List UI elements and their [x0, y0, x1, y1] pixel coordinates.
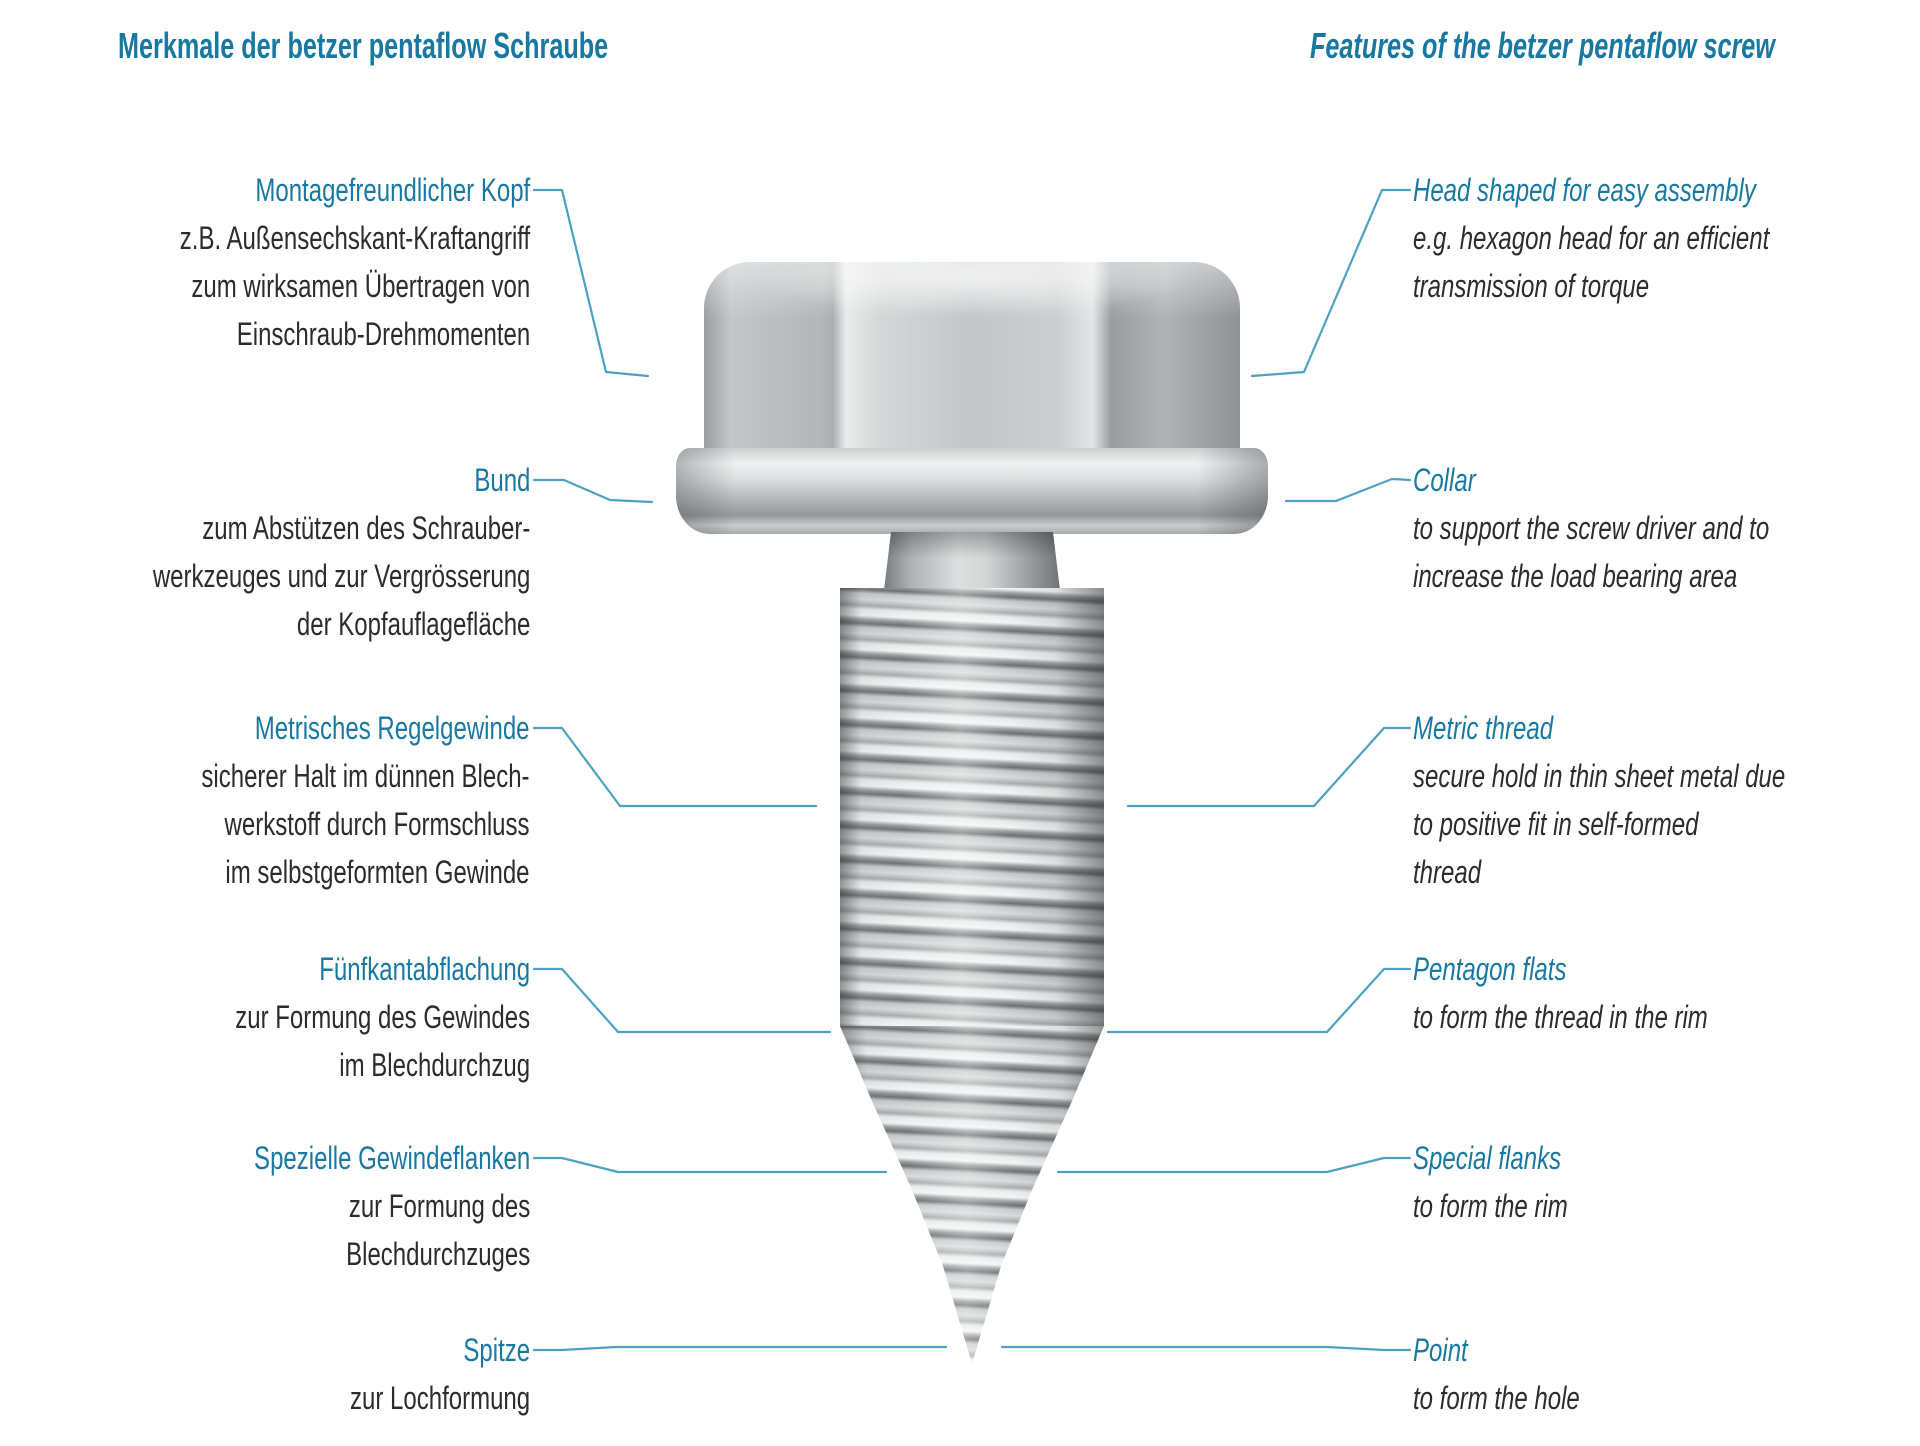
feature-de-fuenfkant: Fünfkantabflachung zur Formung des Gewin… — [235, 945, 530, 1089]
feature-line: e.g. hexagon head for an efficient — [1413, 220, 1770, 256]
feature-line: im selbstgeformten Gewinde — [225, 854, 530, 890]
feature-label: Pentagon flats — [1413, 951, 1567, 987]
connector-en-head — [1250, 188, 1412, 378]
connector-de-bund — [532, 478, 654, 504]
feature-line: to support the screw driver and to — [1413, 510, 1770, 546]
feature-de-kopf: Montagefreundlicher Kopf z.B. Außensechs… — [180, 166, 530, 358]
connector-de-gewinde — [532, 726, 818, 808]
feature-line: im Blechdurchzug — [339, 1047, 530, 1083]
feature-label: Bund — [473, 462, 530, 498]
feature-de-spitze: Spitze zur Lochformung — [350, 1326, 530, 1422]
feature-en-collar: Collar to support the screw driver and t… — [1413, 456, 1769, 600]
feature-line: sicherer Halt im dünnen Blech- — [201, 758, 530, 794]
feature-label: Collar — [1413, 462, 1476, 498]
connector-en-point — [1000, 1345, 1412, 1352]
feature-line: increase the load bearing area — [1413, 558, 1738, 594]
feature-line: transmission of torque — [1413, 268, 1650, 304]
feature-de-gewinde: Metrisches Regelgewinde sicherer Halt im… — [202, 704, 530, 896]
feature-line: werkzeuges und zur Vergrösserung — [152, 558, 530, 594]
feature-label: Metric thread — [1413, 710, 1554, 746]
connector-en-flanks — [1056, 1156, 1412, 1174]
connector-de-spitze — [532, 1345, 948, 1352]
connector-de-flanken — [532, 1156, 888, 1174]
feature-line: zur Lochformung — [349, 1380, 530, 1416]
feature-line: to form the rim — [1413, 1188, 1568, 1224]
feature-label: Metrisches Regelgewinde — [255, 710, 530, 746]
page-title-german: Merkmale der betzer pentaflow Schraube — [118, 25, 609, 66]
feature-line: to positive fit in self-formed — [1413, 806, 1699, 842]
feature-line: zum wirksamen Übertragen von — [191, 268, 530, 304]
feature-line: zur Formung des Gewindes — [235, 999, 530, 1035]
feature-de-flanken: Spezielle Gewindeflanken zur Formung des… — [254, 1134, 530, 1278]
feature-line: Einschraub-Drehmomenten — [236, 316, 530, 352]
feature-label: Special flanks — [1413, 1140, 1562, 1176]
feature-line: to form the hole — [1413, 1380, 1580, 1416]
feature-label: Fünfkantabflachung — [319, 951, 530, 987]
feature-label: Spezielle Gewindeflanken — [253, 1140, 530, 1176]
connector-en-collar — [1284, 477, 1412, 503]
feature-line: zur Formung des — [348, 1188, 530, 1224]
feature-line: werkstoff durch Formschluss — [225, 806, 530, 842]
feature-en-flanks: Special flanks to form the rim — [1413, 1134, 1568, 1230]
connector-en-pentagon — [1106, 967, 1412, 1034]
connector-en-thread — [1126, 726, 1412, 808]
feature-label: Spitze — [463, 1332, 530, 1368]
feature-label: Head shaped for easy assembly — [1413, 172, 1756, 208]
connector-de-fuenfkant — [532, 967, 832, 1034]
feature-en-thread: Metric thread secure hold in thin sheet … — [1413, 704, 1785, 896]
page-title-english: Features of the betzer pentaflow screw — [1310, 25, 1775, 66]
screw-thread-shank — [840, 588, 1104, 1026]
feature-label: Montagefreundlicher Kopf — [255, 172, 530, 208]
feature-label: Point — [1413, 1332, 1468, 1368]
connector-de-kopf — [532, 188, 650, 378]
feature-line: thread — [1413, 854, 1482, 890]
feature-en-head: Head shaped for easy assembly e.g. hexag… — [1413, 166, 1769, 310]
feature-line: zum Abstützen des Schrauber- — [201, 510, 530, 546]
screw-hex-head — [704, 262, 1240, 454]
feature-en-pentagon: Pentagon flats to form the thread in the… — [1413, 945, 1708, 1041]
feature-line: to form the thread in the rim — [1413, 999, 1708, 1035]
feature-line: secure hold in thin sheet metal due — [1413, 758, 1786, 794]
screw-neck — [884, 532, 1060, 590]
screw-collar — [676, 448, 1268, 534]
feature-line: z.B. Außensechskant-Kraftangriff — [179, 220, 530, 256]
feature-de-bund: Bund zum Abstützen des Schrauber- werkze… — [152, 456, 530, 648]
feature-line: Blechdurchzuges — [345, 1236, 530, 1272]
feature-en-point: Point to form the hole — [1413, 1326, 1580, 1422]
feature-line: der Kopfauflagefläche — [296, 606, 530, 642]
